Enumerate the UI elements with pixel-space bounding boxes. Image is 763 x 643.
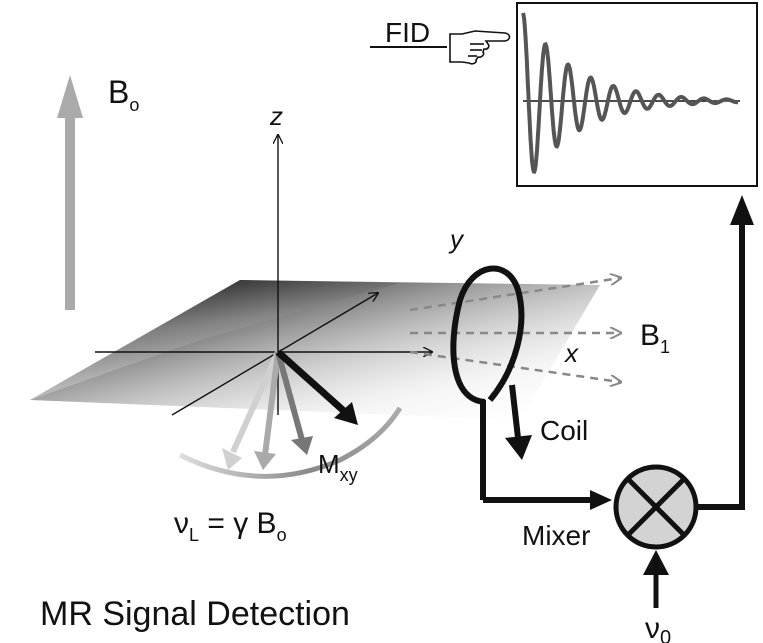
receiver-coil	[450, 265, 595, 503]
coil-label: Coil	[540, 415, 588, 446]
mxy-label: Mxy	[318, 449, 358, 485]
diagram-title: MR Signal Detection	[40, 595, 350, 633]
x-axis-label: x	[563, 338, 579, 368]
fid-label: FID	[385, 17, 430, 48]
pointing-hand-icon	[449, 30, 511, 65]
precession-arc	[178, 406, 403, 479]
b1-label: B1	[640, 319, 670, 357]
coil-to-mixer-arrowhead	[590, 490, 612, 510]
fid-waveform	[521, 12, 738, 174]
z-axis-label: z	[269, 101, 283, 131]
reference-frequency-arrow	[643, 550, 669, 608]
mixer-cross-circle-icon	[613, 464, 699, 550]
coil-current-arrow	[505, 435, 532, 460]
b0-field-arrow	[57, 75, 83, 310]
magnetization-vectors	[222, 349, 358, 470]
mixer-output-line	[696, 195, 754, 510]
b1-field-lines	[409, 278, 620, 382]
mixer-label: Mixer	[522, 520, 590, 551]
larmor-equation: νL = γ Bo	[174, 507, 287, 545]
nu0-label: ν0	[645, 612, 671, 643]
y-axis-label: y	[448, 224, 465, 254]
xy-plane-shading	[30, 280, 400, 400]
b0-label: Bo	[108, 74, 139, 115]
